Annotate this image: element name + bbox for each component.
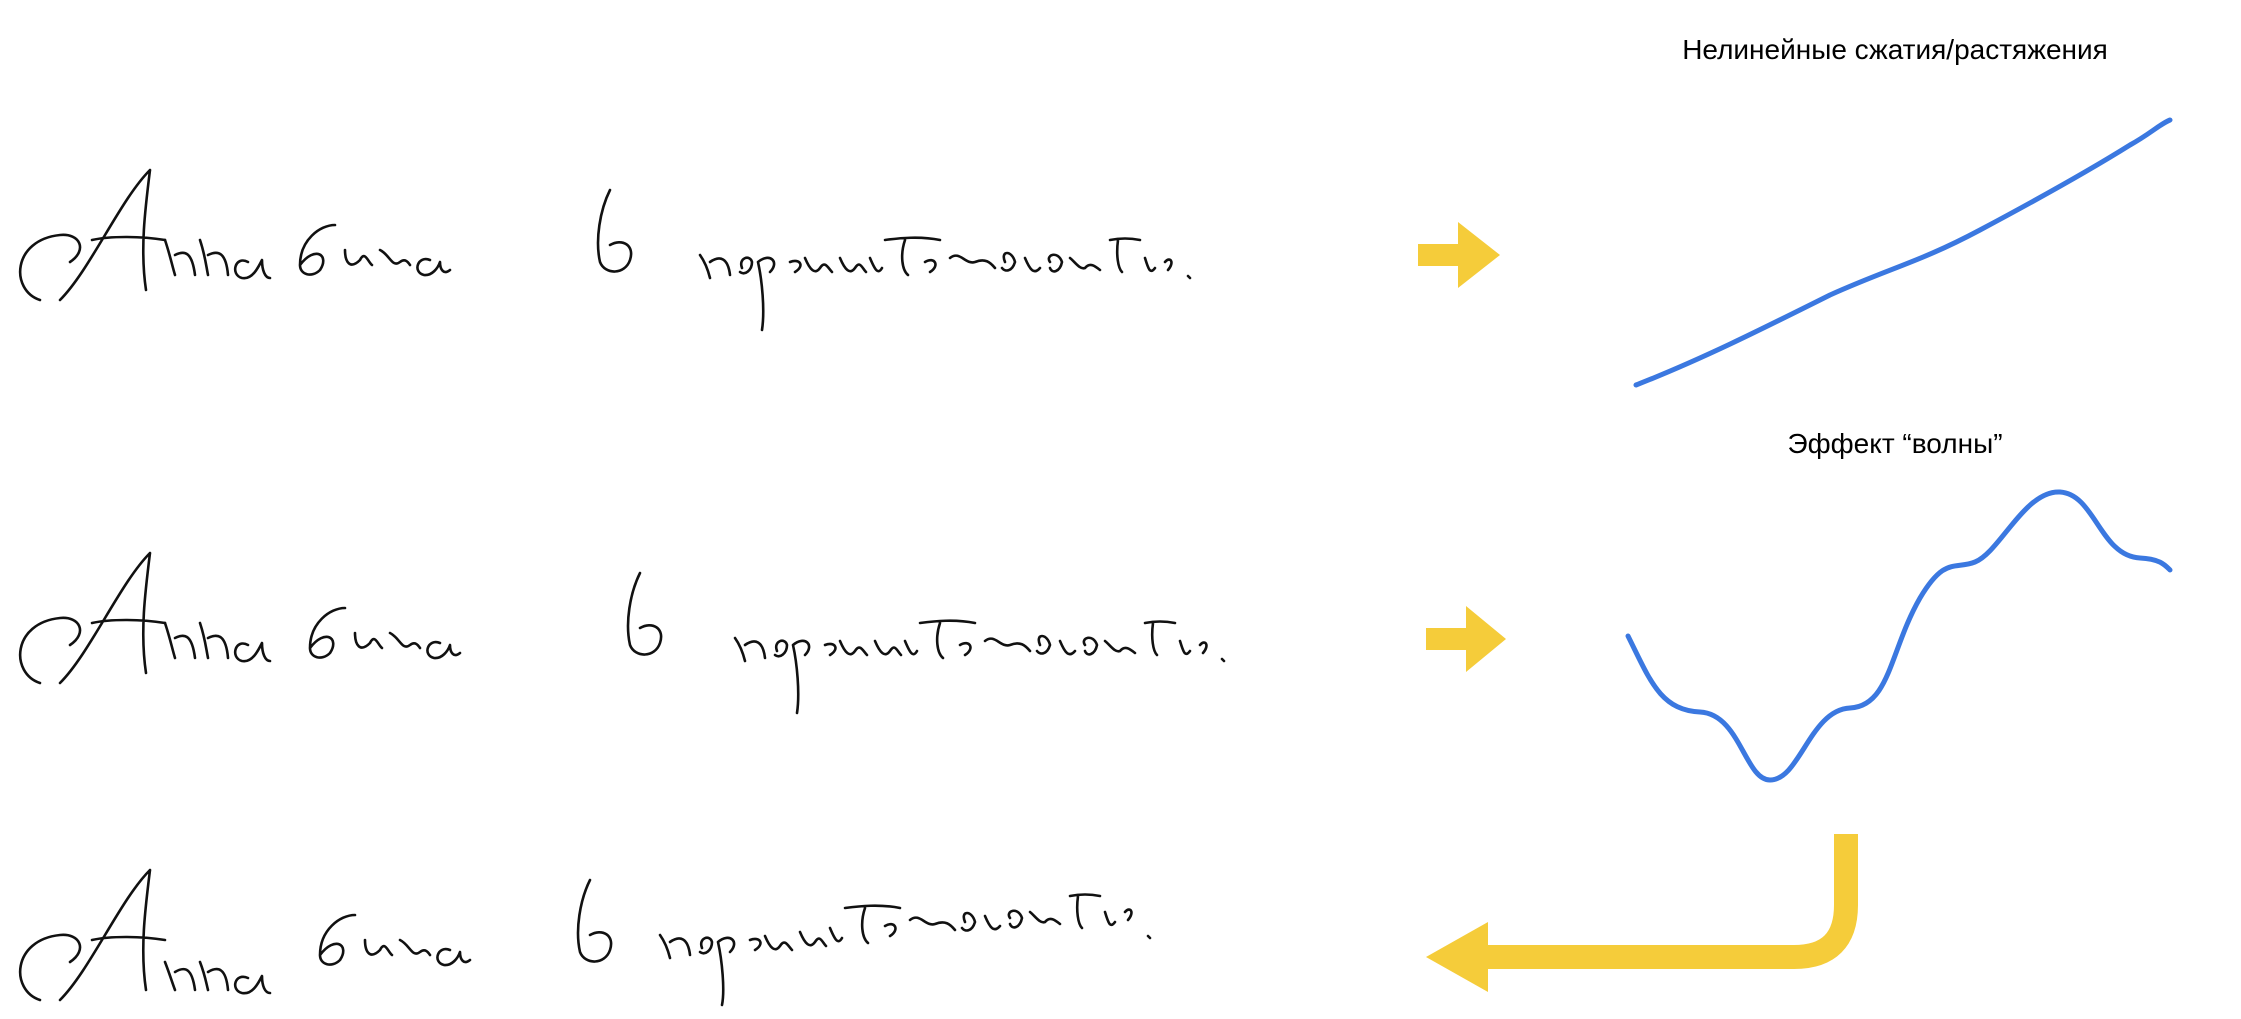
handwriting-sample-wave <box>18 868 1152 1007</box>
arrow-right-icon-1 <box>1418 222 1500 288</box>
handwriting-sample-original <box>18 168 1192 332</box>
handwriting-sample-compressed <box>18 551 1226 715</box>
wave-caption: Эффект “волны” <box>1787 428 2003 459</box>
arrow-return-icon <box>1426 834 1858 992</box>
arrow-right-icon-2 <box>1426 606 1506 672</box>
compression-caption: Нелинейные сжатия/растяжения <box>1682 34 2108 65</box>
wave-curve <box>1625 489 2173 783</box>
compression-curve <box>1633 117 2173 388</box>
